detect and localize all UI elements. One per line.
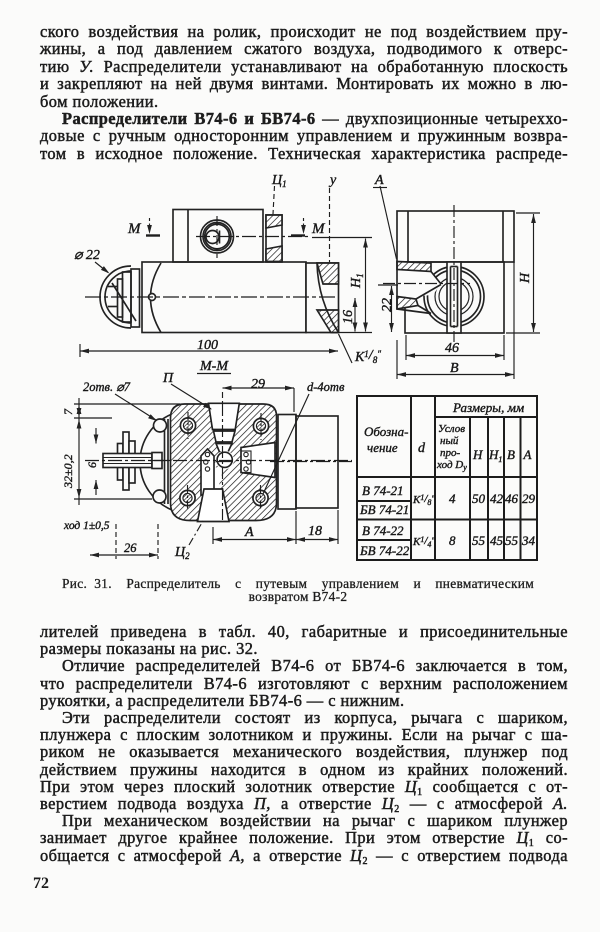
svg-text:А: А — [523, 447, 532, 462]
svg-text:8: 8 — [449, 533, 456, 548]
svg-text:БВ 74-21: БВ 74-21 — [359, 502, 409, 517]
svg-text:БВ 74-22: БВ 74-22 — [359, 543, 410, 558]
svg-text:М: М — [127, 221, 142, 237]
svg-text:К1/4″: К1/4″ — [412, 535, 435, 549]
svg-text:100: 100 — [197, 338, 218, 353]
svg-text:50: 50 — [472, 491, 486, 506]
svg-text:Ц2: Ц2 — [174, 545, 190, 561]
svg-text:В: В — [507, 447, 515, 462]
svg-text:46: 46 — [505, 491, 519, 506]
svg-text:18: 18 — [308, 524, 322, 539]
svg-text:34: 34 — [521, 533, 536, 548]
svg-text:М: М — [311, 221, 326, 237]
svg-text:П: П — [162, 371, 174, 386]
svg-text:⌀ 22: ⌀ 22 — [74, 248, 100, 263]
svg-text:Н1: Н1 — [349, 273, 365, 289]
svg-text:26: 26 — [124, 541, 137, 555]
svg-text:4: 4 — [449, 491, 456, 506]
svg-text:46: 46 — [445, 341, 459, 356]
svg-text:d: d — [418, 441, 426, 456]
svg-text:К1/8″: К1/8″ — [354, 348, 381, 365]
svg-text:32±0,2: 32±0,2 — [61, 454, 75, 489]
svg-text:ход 1±0,5: ход 1±0,5 — [63, 520, 110, 532]
svg-text:у: у — [328, 173, 337, 188]
svg-text:А: А — [374, 173, 384, 188]
svg-text:55: 55 — [505, 533, 519, 548]
svg-text:6: 6 — [85, 462, 99, 468]
svg-text:про-: про- — [440, 447, 461, 459]
svg-text:2отв. ⌀7: 2отв. ⌀7 — [83, 380, 131, 394]
svg-text:К1/8″: К1/8″ — [412, 493, 435, 507]
svg-text:ход Dу: ход Dу — [436, 459, 467, 472]
svg-text:29: 29 — [522, 491, 536, 506]
svg-text:В 74-22: В 74-22 — [362, 523, 404, 538]
svg-text:Обозна-: Обозна- — [364, 424, 408, 439]
svg-text:Н: Н — [518, 272, 533, 284]
svg-text:Н1: Н1 — [488, 447, 502, 464]
svg-text:Ц1: Ц1 — [271, 173, 287, 189]
svg-text:55: 55 — [472, 533, 486, 548]
svg-text:В: В — [450, 361, 459, 376]
svg-text:16: 16 — [341, 310, 356, 324]
svg-text:А: А — [244, 525, 254, 540]
svg-text:22: 22 — [380, 298, 395, 312]
svg-text:Размеры, мм: Размеры, мм — [452, 400, 524, 415]
svg-text:В 74-21: В 74-21 — [362, 483, 404, 498]
svg-text:М-М: М-М — [199, 359, 229, 374]
svg-text:42: 42 — [490, 491, 504, 506]
svg-text:7: 7 — [61, 408, 75, 415]
svg-text:45: 45 — [490, 533, 504, 548]
svg-text:Услов: Услов — [438, 423, 465, 435]
svg-text:29: 29 — [251, 377, 265, 392]
svg-text:чение: чение — [367, 440, 398, 455]
svg-text:Н: Н — [472, 447, 483, 462]
svg-text:d-4отв: d-4отв — [307, 380, 345, 394]
svg-text:ный: ный — [440, 435, 459, 447]
